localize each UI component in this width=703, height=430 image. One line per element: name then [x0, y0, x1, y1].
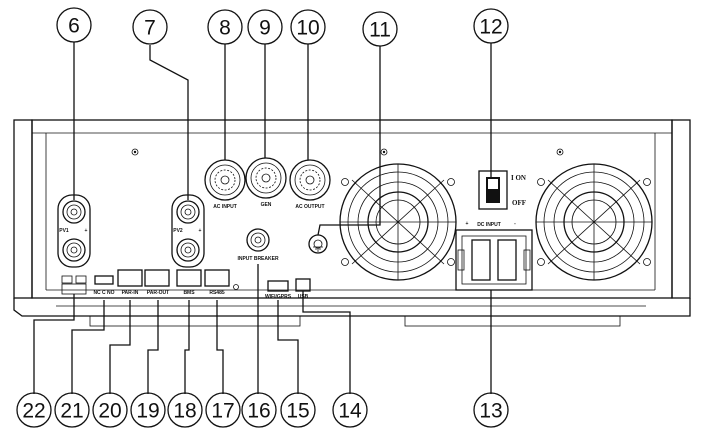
callout-10-number: 10: [296, 17, 319, 40]
par-out-label: PAR-OUT: [147, 290, 169, 296]
ac-output-connector: AC OUTPUT: [289, 159, 331, 210]
ac-output-label: AC OUTPUT: [295, 204, 324, 210]
dry-contact-label: NC C NO: [93, 290, 114, 296]
bms-label: BMS: [183, 290, 195, 296]
callout-13: 13: [473, 392, 509, 428]
ac-input-label: AC INPUT: [213, 204, 237, 210]
callout-13-number: 13: [479, 400, 502, 423]
dc-input-terminal: + DC INPUT -: [455, 221, 533, 291]
gen-connector: GEN: [245, 157, 287, 208]
pv2-terminals: PV2 +: [171, 194, 205, 268]
input-breaker-label: INPUT BREAKER: [237, 256, 279, 262]
callout-17-number: 17: [211, 400, 234, 423]
callout-12-number: 12: [479, 16, 502, 39]
ac-input-connector: AC INPUT: [204, 159, 246, 210]
par-in-label: PAR-IN: [122, 290, 139, 296]
callout-21-number: 21: [60, 400, 83, 423]
left-fan: [339, 163, 457, 281]
callout-18: 18: [167, 392, 203, 428]
pv2-label: PV2: [173, 228, 183, 234]
inverter-chassis: [13, 119, 691, 327]
callout-12: 12: [473, 8, 509, 44]
svg-text:+: +: [199, 228, 202, 234]
callout-22-number: 22: [22, 400, 45, 423]
rs485-label: RS485: [209, 290, 225, 296]
callout-18-number: 18: [173, 400, 196, 423]
gen-label: GEN: [261, 202, 272, 208]
switch-on-label: I ON: [511, 174, 526, 182]
callout-9: 9: [247, 9, 283, 45]
input-breaker: INPUT BREAKER: [237, 228, 279, 262]
callout-8-number: 8: [219, 17, 231, 40]
callout-16-number: 16: [247, 400, 270, 423]
callout-19: 19: [130, 392, 166, 428]
callout-17: 17: [205, 392, 241, 428]
switch-off-label: OFF: [512, 199, 526, 207]
callout-11-number: 11: [369, 19, 391, 42]
callout-20: 20: [92, 392, 128, 428]
callout-7: 7: [132, 9, 168, 45]
callout-7-number: 7: [144, 17, 156, 40]
dc-plus-label: +: [466, 221, 469, 227]
right-fan: [535, 163, 653, 281]
pv1-terminals: PV1 +: [57, 194, 91, 268]
callout-9-number: 9: [259, 17, 271, 40]
callout-22: 22: [16, 392, 52, 428]
svg-text:+: +: [85, 228, 88, 234]
callout-16: 16: [241, 392, 277, 428]
callout-15: 15: [280, 392, 316, 428]
callout-6-number: 6: [68, 15, 80, 38]
dc-minus-label: -: [514, 221, 516, 227]
wifi-gprs-label: WIFI/GPRS: [265, 294, 292, 300]
callout-6: 6: [56, 7, 92, 43]
callout-21: 21: [54, 392, 90, 428]
port-block: NC C NO PAR-IN PAR-OUT BMS RS485 WIFI/GP…: [61, 269, 311, 300]
dc-input-label: DC INPUT: [477, 222, 501, 228]
ground-terminal: [308, 234, 328, 254]
callout-14-number: 14: [338, 400, 362, 423]
callout-11: 11: [362, 11, 398, 47]
callout-19-number: 19: [136, 400, 159, 423]
callout-20-number: 20: [98, 400, 121, 423]
pv1-label: PV1: [59, 228, 69, 234]
callout-8: 8: [207, 9, 243, 45]
callout-14: 14: [332, 392, 368, 428]
leader-lines: [33, 42, 492, 394]
callout-15-number: 15: [286, 400, 309, 423]
callout-10: 10: [290, 9, 326, 45]
power-switch: I ON OFF: [478, 170, 526, 210]
